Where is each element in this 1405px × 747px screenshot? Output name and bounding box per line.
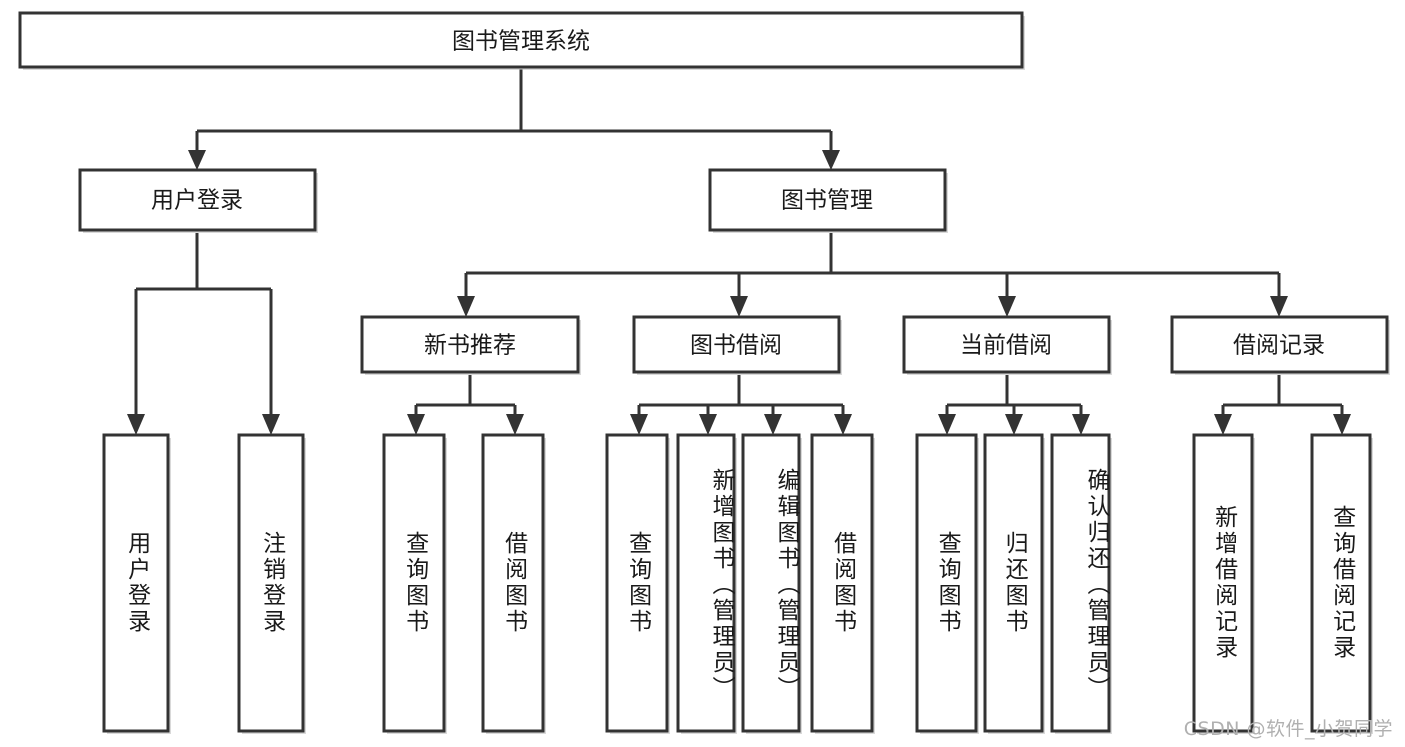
- book-management-node-box[interactable]: [708, 168, 947, 232]
- user-login-node-box[interactable]: [78, 168, 317, 232]
- connector-root-to-level2-bus: [195, 69, 833, 152]
- arrowhead-leaf-confirm-return: [1072, 414, 1090, 435]
- horizontal-label-layer: 图书管理系统 用户登录 图书管理 新书推荐 图书借阅 当前借阅 借阅记录: [151, 29, 1325, 359]
- arrowhead-leaf-borrow-book-2: [834, 414, 852, 435]
- user-login-node-label: 用户登录: [151, 188, 243, 214]
- connector-book-management-to-level3-bus: [464, 233, 1281, 298]
- arrowhead-leaf-query-book-1: [407, 414, 425, 435]
- leaf-borrow-book-1-node-box[interactable]: [481, 433, 545, 733]
- arrowhead-leaf-user-logout: [262, 414, 280, 435]
- borrow-record-node-box[interactable]: [1170, 315, 1389, 374]
- connector-layer: [127, 69, 1351, 435]
- arrowhead-leaf-add-record: [1214, 414, 1232, 435]
- new-book-recommend-node-box[interactable]: [360, 315, 580, 374]
- leaf-borrow-book-2-node-box[interactable]: [810, 433, 874, 733]
- leaf-user-login-node-box[interactable]: [102, 433, 170, 733]
- arrowhead-leaf-return-book: [1005, 414, 1023, 435]
- borrow-record-node-label: 借阅记录: [1233, 333, 1325, 359]
- leaf-query-book-2-node-box[interactable]: [605, 433, 669, 733]
- book-borrow-node-label: 图书借阅: [690, 333, 782, 359]
- root-node-label: 图书管理系统: [452, 29, 590, 55]
- arrowhead-book-management: [822, 150, 840, 170]
- leaf-query-record-node-box[interactable]: [1310, 433, 1372, 733]
- csdn-watermark: CSDN @软件_小贺同学: [1183, 718, 1393, 740]
- leaf-return-book-node-box[interactable]: [983, 433, 1044, 733]
- book-borrow-node-box[interactable]: [632, 315, 841, 374]
- arrowhead-borrow-record: [1270, 296, 1288, 317]
- book-management-node-label: 图书管理: [781, 188, 873, 214]
- arrowhead-user-login: [188, 150, 206, 170]
- arrowhead-leaf-query-book-3: [938, 414, 956, 435]
- arrowhead-leaf-edit-book: [764, 414, 782, 435]
- connector-user-login-to-leaves: [134, 233, 273, 416]
- current-borrow-node-box[interactable]: [902, 315, 1111, 374]
- new-book-recommend-node-label: 新书推荐: [424, 333, 516, 359]
- leaf-query-book-1-node-box[interactable]: [382, 433, 446, 733]
- connector-new-book-recommend-to-leaves: [414, 375, 517, 416]
- connector-borrow-record-to-leaves: [1221, 375, 1344, 416]
- arrowhead-leaf-add-book: [699, 414, 717, 435]
- leaf-user-logout-node-box[interactable]: [237, 433, 305, 733]
- arrowhead-current-borrow: [998, 296, 1016, 317]
- leaf-add-book-node-box[interactable]: [676, 433, 736, 733]
- leaf-query-book-3-node-box[interactable]: [915, 433, 978, 733]
- connector-book-borrow-to-leaves: [637, 375, 845, 416]
- leaf-edit-book-node-box[interactable]: [741, 433, 801, 733]
- root-node-box[interactable]: [18, 11, 1024, 69]
- arrowhead-leaf-borrow-book-1: [506, 414, 524, 435]
- arrowhead-new-book-recommend: [457, 296, 475, 317]
- leaf-add-record-node-box[interactable]: [1192, 433, 1254, 733]
- node-layer: [18, 11, 1390, 734]
- connector-current-borrow-to-leaves: [945, 375, 1083, 416]
- arrowhead-leaf-user-login: [127, 414, 145, 435]
- leaf-confirm-return-node-box[interactable]: [1050, 433, 1111, 733]
- arrowhead-leaf-query-book-2: [630, 414, 648, 435]
- current-borrow-node-label: 当前借阅: [960, 333, 1052, 359]
- arrowhead-book-borrow: [730, 296, 748, 317]
- arrowhead-leaf-query-record: [1333, 414, 1351, 435]
